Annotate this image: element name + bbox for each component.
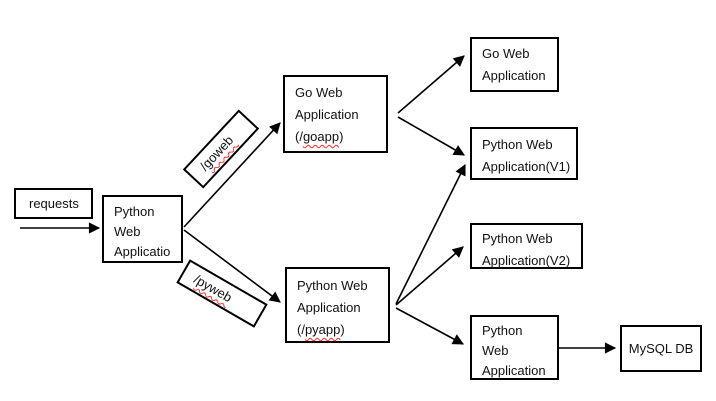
goapp-line-1: Go Web <box>295 85 343 100</box>
goapp-line-2: Application <box>295 107 359 122</box>
edge-pyapp-pyv2 <box>395 246 464 306</box>
pydbapp-line-3: Application <box>482 363 546 378</box>
pyapp-line-3: (/pyapp) <box>297 322 345 337</box>
goapp-line-3: (/goapp) <box>295 129 344 144</box>
pyv2-line-2: Application(V2) <box>482 253 571 268</box>
pyv1-line-2: Application(V1) <box>482 159 571 174</box>
router-line-2: Web <box>114 224 141 239</box>
node-mysql-db: MySQL DB <box>620 325 702 372</box>
edge-goapp-gowebapp <box>397 55 465 114</box>
pyapp-line-2: Application <box>297 300 361 315</box>
node-go-web-app-goapp: Go Web Application (/goapp) <box>283 75 388 153</box>
requests-label: requests <box>29 195 79 211</box>
node-requests: requests <box>14 188 93 219</box>
node-go-web-application: Go Web Application <box>470 37 559 92</box>
router-line-1: Python <box>114 204 155 219</box>
router-line-3: Applicatio <box>114 244 171 259</box>
node-python-web-application-db: Python Web Application <box>470 315 559 380</box>
pyapp-word: pyapp <box>304 322 341 337</box>
pyv2-line-1: Python Web <box>482 231 553 246</box>
edge-goapp-pyv1 <box>397 116 465 156</box>
edge-router-goapp <box>183 122 281 228</box>
pydbapp-line-1: Python <box>482 323 523 338</box>
node-python-web-router: Python Web Applicatio <box>102 195 183 263</box>
gowebapp-line-2: Application <box>482 68 546 83</box>
edge-pyapp-pyv1 <box>395 163 466 305</box>
pyv1-line-1: Python Web <box>482 137 553 152</box>
node-python-web-application-v2: Python Web Application(V2) <box>470 223 583 269</box>
pyapp-line-1: Python Web <box>297 278 368 293</box>
goapp-word: goapp <box>302 129 340 144</box>
node-python-web-app-pyapp: Python Web Application (/pyapp) <box>285 267 390 343</box>
pydbapp-line-2: Web <box>482 343 509 358</box>
edge-pyapp-pydbapp <box>395 307 464 345</box>
mysql-label: MySQL DB <box>628 340 694 356</box>
edge-router-pyapp <box>183 229 281 303</box>
gowebapp-line-1: Go Web <box>482 46 530 61</box>
node-python-web-application-v1: Python Web Application(V1) <box>470 127 578 180</box>
